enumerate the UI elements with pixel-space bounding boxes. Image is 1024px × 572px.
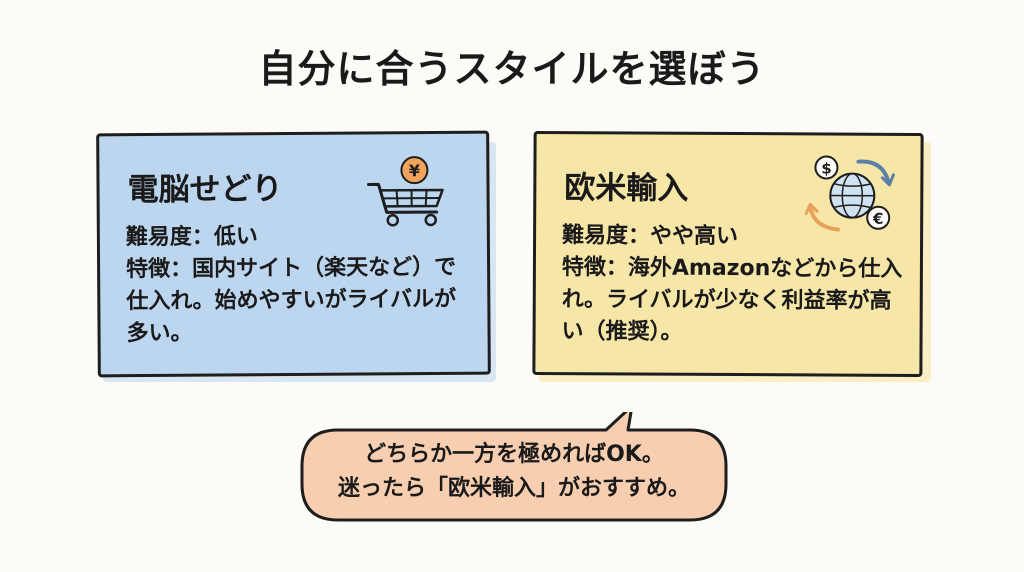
callout-text: どちらか一方を極めればOK。 迷ったら「欧米輸入」がおすすめ。	[298, 438, 730, 506]
card-body: 難易度：やや高い 特徴：海外Amazonなどから仕入れ。ライバルが少なく利益率が…	[562, 220, 913, 350]
difficulty-text: 難易度：やや高い	[562, 223, 739, 250]
svg-text:$: $	[821, 159, 832, 177]
card-oubei-yunyu: 欧米輸入 $ € 難易度：やや高い 特徴：海外Amazonなどから仕入れ。ライバ…	[532, 130, 924, 378]
feature-text: 特徴：国内サイト（楽天など）で仕入れ。始めやすいがライバルが多い。	[126, 254, 457, 347]
svg-text:¥: ¥	[409, 161, 420, 180]
shopping-cart-yen-icon: ¥	[367, 156, 444, 227]
difficulty-text: 難易度：低い	[125, 224, 258, 251]
svg-text:€: €	[872, 210, 884, 228]
globe-currency-exchange-icon: $ €	[804, 155, 895, 232]
callout-line-2: 迷ったら「欧米輸入」がおすすめ。	[337, 476, 690, 501]
callout-line-1: どちらか一方を極めればOK。	[364, 442, 664, 467]
card-heading: 欧米輸入	[564, 170, 689, 207]
card-heading: 電脳せどり	[127, 171, 283, 209]
card-body: 難易度：低い 特徴：国内サイト（楽天など）で仕入れ。始めやすいがライバルが多い。	[126, 220, 477, 350]
card-denno-sedori: 電脳せどり ¥ 難易度：低い 特徴：国内サイト（楽天など）で仕入れ。始めやすいが…	[96, 130, 491, 378]
page-title: 自分に合うスタイルを選ぼう	[258, 47, 766, 91]
speech-bubble	[300, 412, 728, 522]
feature-text: 特徴：海外Amazonなどから仕入れ。ライバルが少なく利益率が高い（推奨）。	[561, 255, 903, 345]
